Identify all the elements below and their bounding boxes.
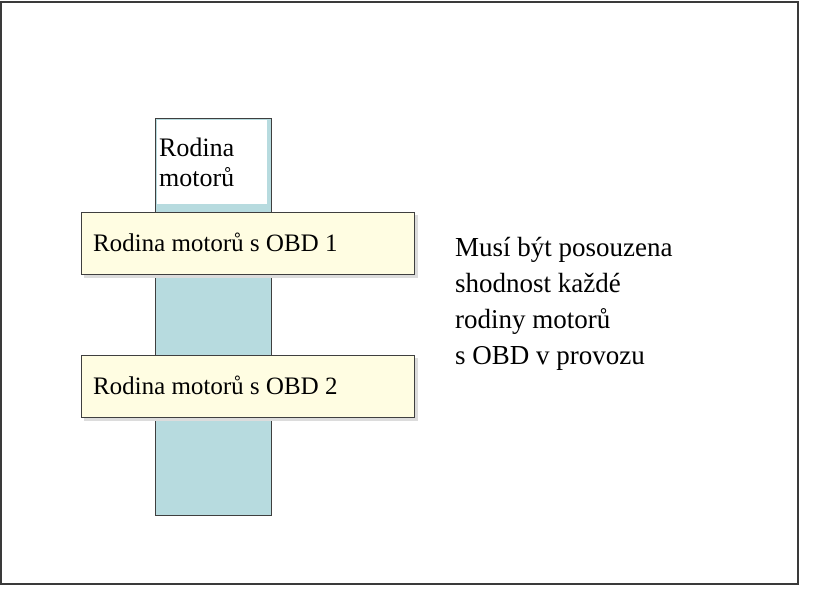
engine-family-title: Rodina motorů	[157, 120, 267, 204]
obd-family-box-1-label: Rodina motorů s OBD 1	[93, 229, 338, 257]
diagram-frame	[0, 1, 799, 585]
obd-family-box-1: Rodina motorů s OBD 1	[81, 212, 415, 275]
obd-family-box-2: Rodina motorů s OBD 2	[81, 355, 415, 418]
obd-family-box-2-label: Rodina motorů s OBD 2	[93, 372, 338, 400]
assessment-note: Musí být posouzena shodnost každé rodiny…	[455, 232, 673, 370]
